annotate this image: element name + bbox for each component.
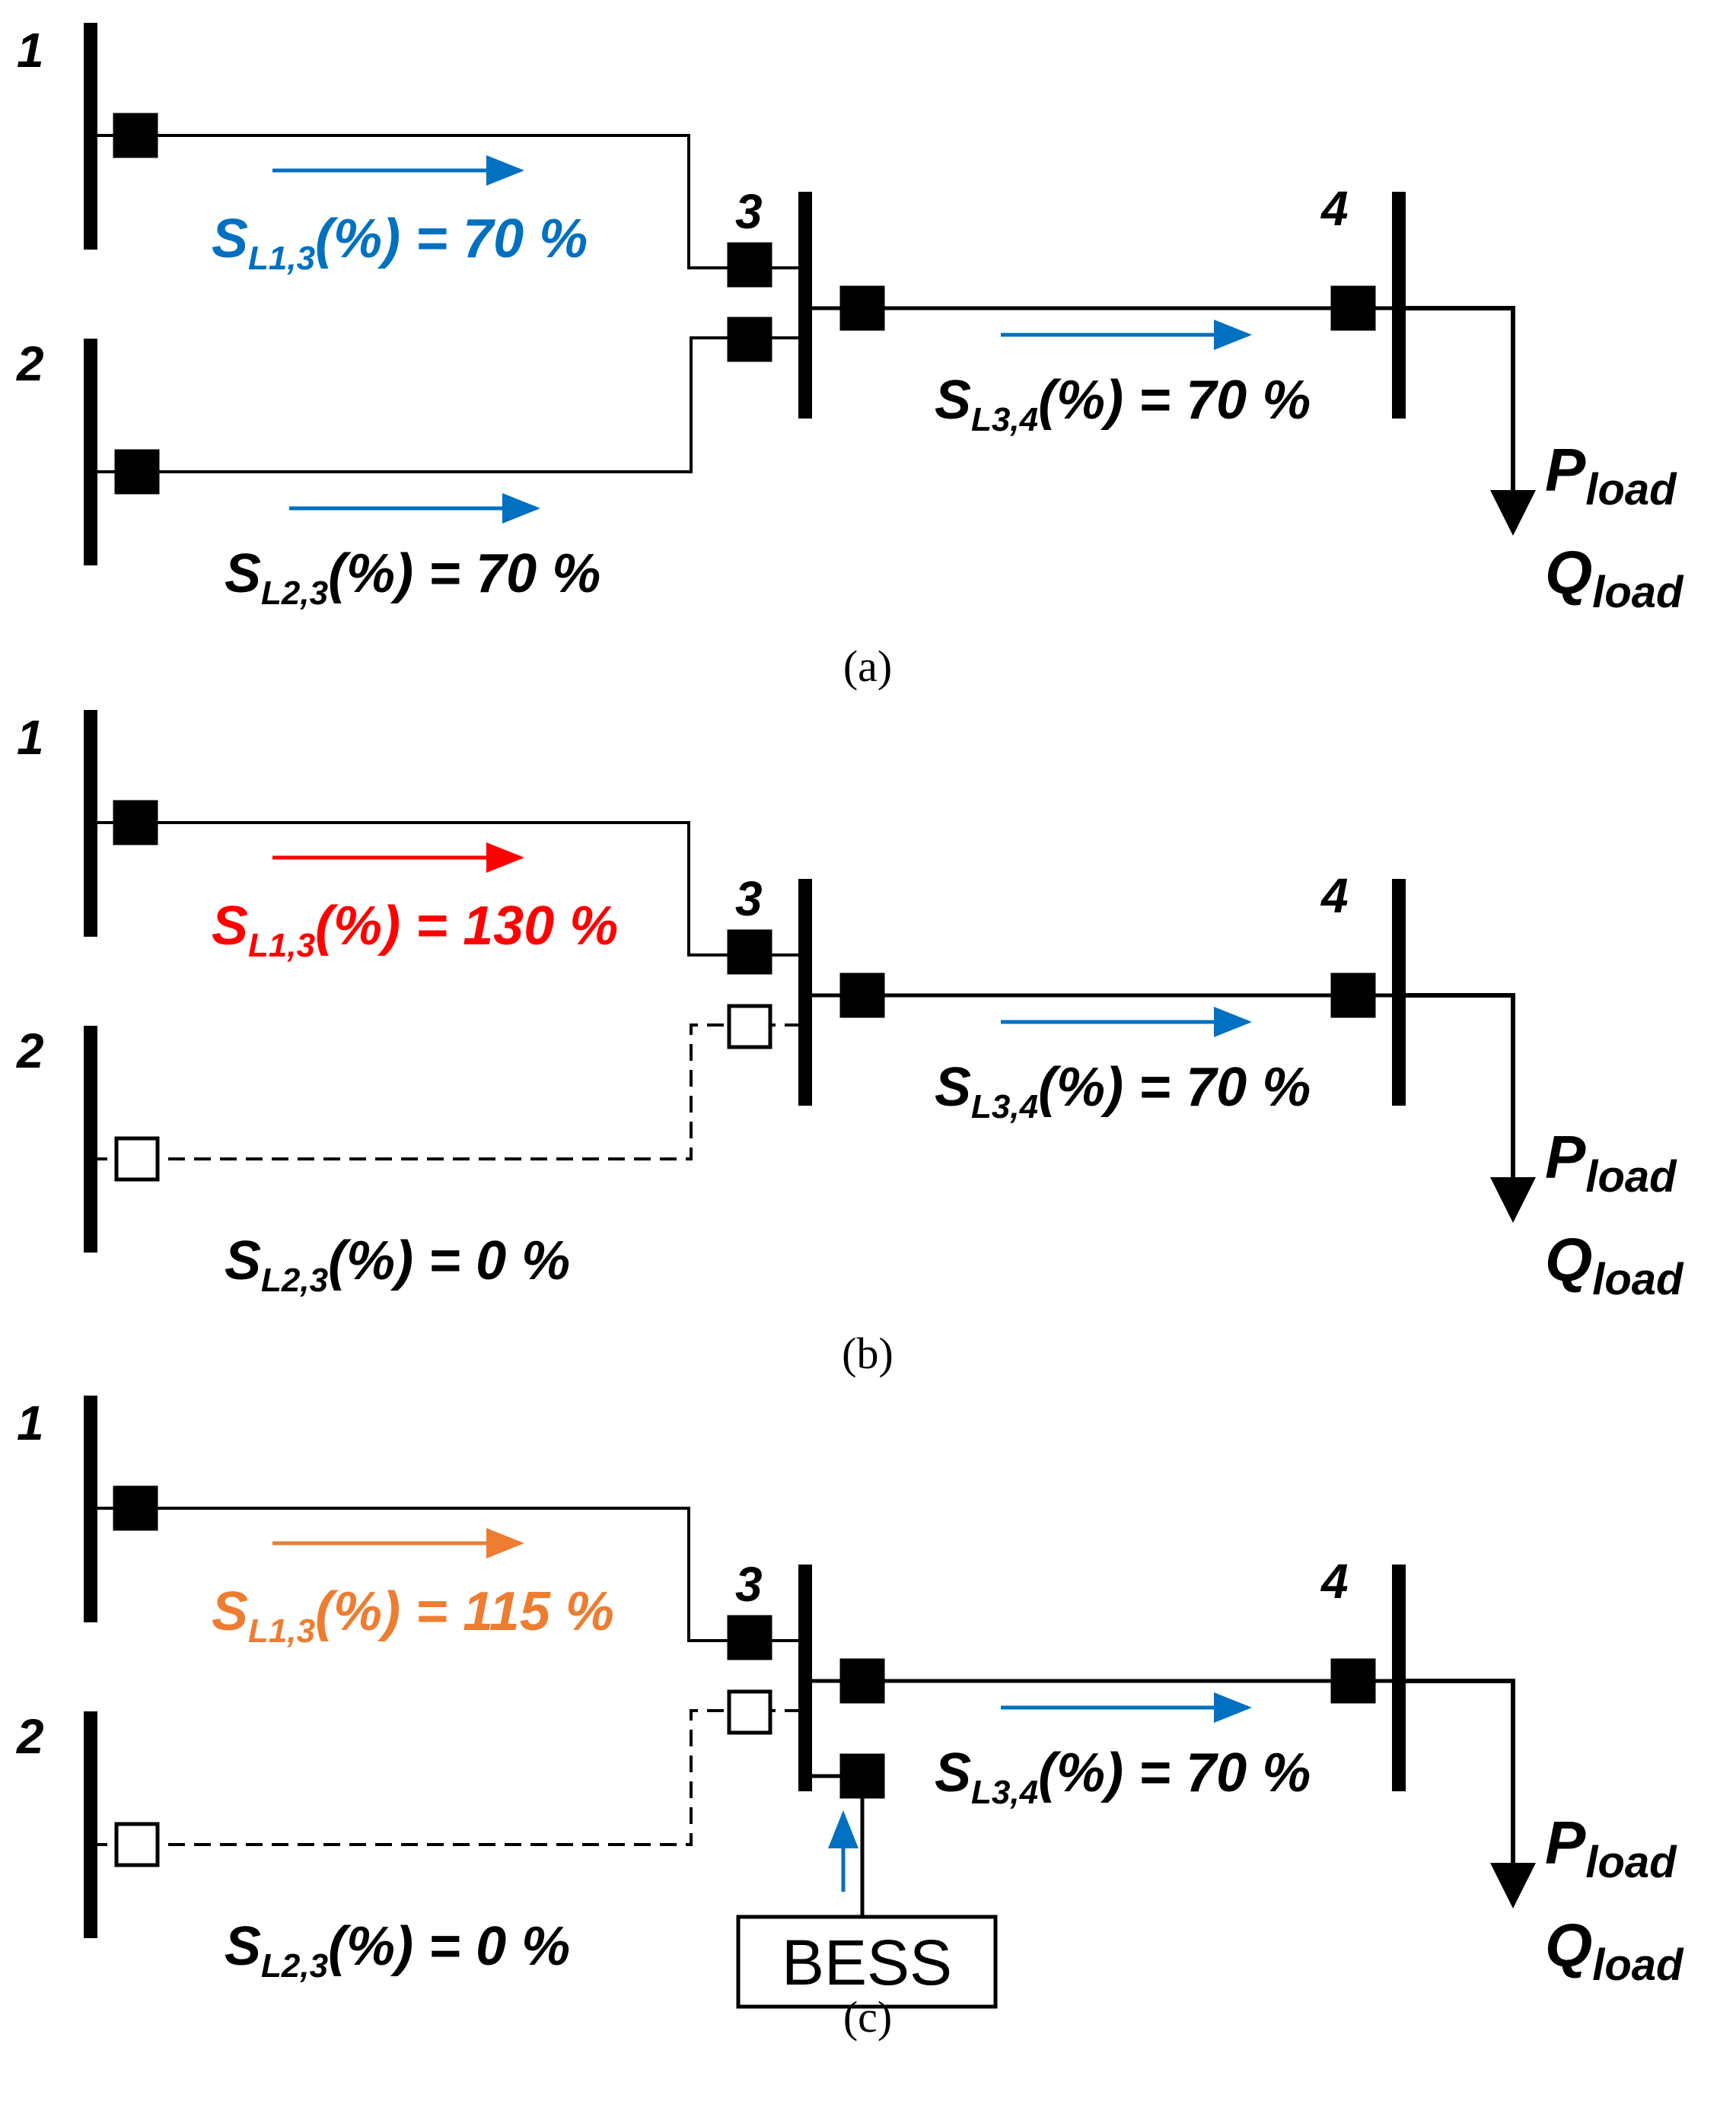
bus-label-b4: 4 — [1320, 1554, 1349, 1609]
breaker-1-3-at-bus-1 — [113, 113, 158, 158]
breaker-3-4-at-bus-3 — [839, 1658, 885, 1704]
flow-label-l34: SL3,4(%) = 70 % — [935, 1057, 1311, 1125]
breaker-2-3-at-bus-3 — [727, 1689, 772, 1735]
load-q-label: Qload — [1545, 1226, 1684, 1304]
breaker-2-3-at-bus-3 — [727, 1004, 772, 1049]
bus-label-b2: 2 — [16, 336, 44, 391]
bus-label-b3: 3 — [735, 871, 763, 926]
bus-label-b2: 2 — [16, 1709, 44, 1764]
panel-caption: (c) — [843, 1992, 892, 2042]
load-q-label: Qload — [1545, 539, 1684, 617]
panel-caption: (a) — [843, 641, 892, 691]
flow-label-l13: SL1,3(%) = 70 % — [212, 209, 588, 277]
flow-label-l23: SL2,3(%) = 70 % — [225, 543, 600, 612]
breaker-3-4-at-bus-4 — [1330, 1658, 1376, 1704]
breaker-1-3-at-bus-1 — [113, 800, 158, 845]
load-feeder — [1399, 1679, 1515, 1869]
bus-label-b4: 4 — [1320, 181, 1349, 236]
bus-label-b3: 3 — [735, 1557, 763, 1612]
breaker-1-3-at-bus-1 — [113, 1485, 158, 1531]
breaker-2-3-at-bus-3 — [727, 317, 772, 362]
breaker-3-4-at-bus-3 — [839, 285, 885, 331]
bus-label-b1: 1 — [17, 1396, 44, 1450]
load-feeder — [1399, 993, 1515, 1183]
breaker-2-3-at-bus-2 — [114, 1136, 160, 1182]
flow-label-l13: SL1,3(%) = 115 % — [212, 1581, 614, 1650]
bus-label-b1: 1 — [17, 23, 44, 78]
breaker-3-4-at-bus-4 — [1330, 973, 1376, 1018]
load-q-label: Qload — [1545, 1912, 1684, 1990]
bess-label: BESS — [782, 1927, 952, 1998]
flow-label-l23: SL2,3(%) = 0 % — [225, 1230, 570, 1299]
load-p-label: Pload — [1545, 436, 1677, 514]
breaker-3-4-at-bus-3 — [839, 973, 885, 1018]
load-feeder — [1399, 306, 1515, 496]
bess-box — [736, 1915, 998, 2009]
flow-label-l34: SL3,4(%) = 70 % — [935, 1743, 1311, 1811]
bus-label-b4: 4 — [1320, 868, 1349, 923]
load-p-label: Pload — [1545, 1123, 1677, 1202]
bus-label-b3: 3 — [735, 184, 763, 239]
breaker-1-3-at-bus-3 — [727, 929, 772, 975]
line-2-3 — [91, 336, 805, 473]
panel-caption: (b) — [842, 1329, 893, 1378]
load-p-label: Pload — [1545, 1809, 1677, 1887]
line-2-3 — [91, 1023, 805, 1160]
flow-label-l34: SL3,4(%) = 70 % — [935, 370, 1311, 438]
line-2-3 — [91, 1709, 805, 1846]
breaker-1-3-at-bus-3 — [727, 1615, 772, 1660]
bus-label-b1: 1 — [17, 710, 44, 765]
flow-label-l23: SL2,3(%) = 0 % — [225, 1916, 570, 1985]
breaker-2-3-at-bus-2 — [114, 1822, 160, 1867]
breaker-3-4-at-bus-4 — [1330, 285, 1376, 331]
bus-label-b2: 2 — [16, 1023, 44, 1078]
flow-label-l13: SL1,3(%) = 130 % — [212, 896, 618, 964]
breaker-2-3-at-bus-2 — [114, 449, 160, 495]
breaker-bess — [839, 1753, 885, 1799]
breaker-1-3-at-bus-3 — [727, 242, 772, 288]
